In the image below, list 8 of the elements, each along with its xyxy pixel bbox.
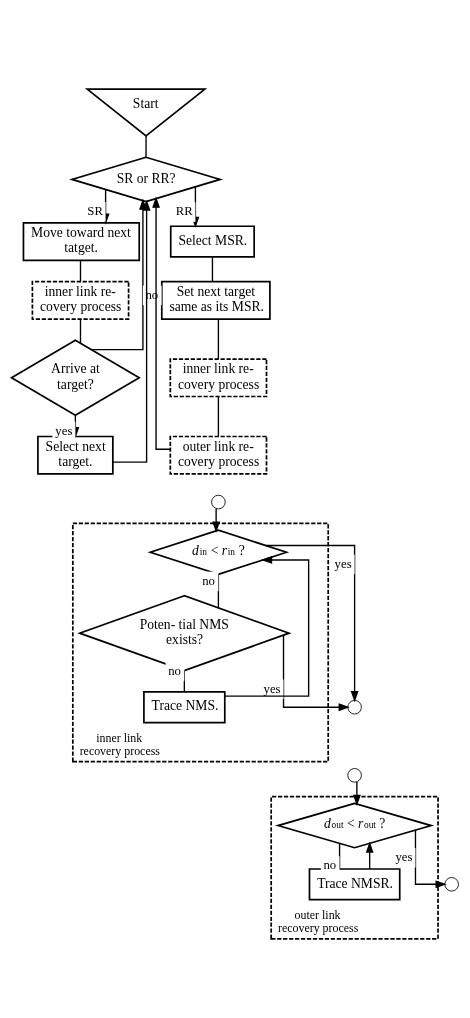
edge-label: no [323,857,337,872]
edge-label: SR [87,203,103,218]
edge-label: yes [55,423,73,438]
edge-label: yes [334,556,352,571]
edge-label: yes [263,681,281,696]
edge-label: no [202,573,215,588]
edge-label: RR [175,203,193,218]
edge-label: yes [395,849,413,864]
